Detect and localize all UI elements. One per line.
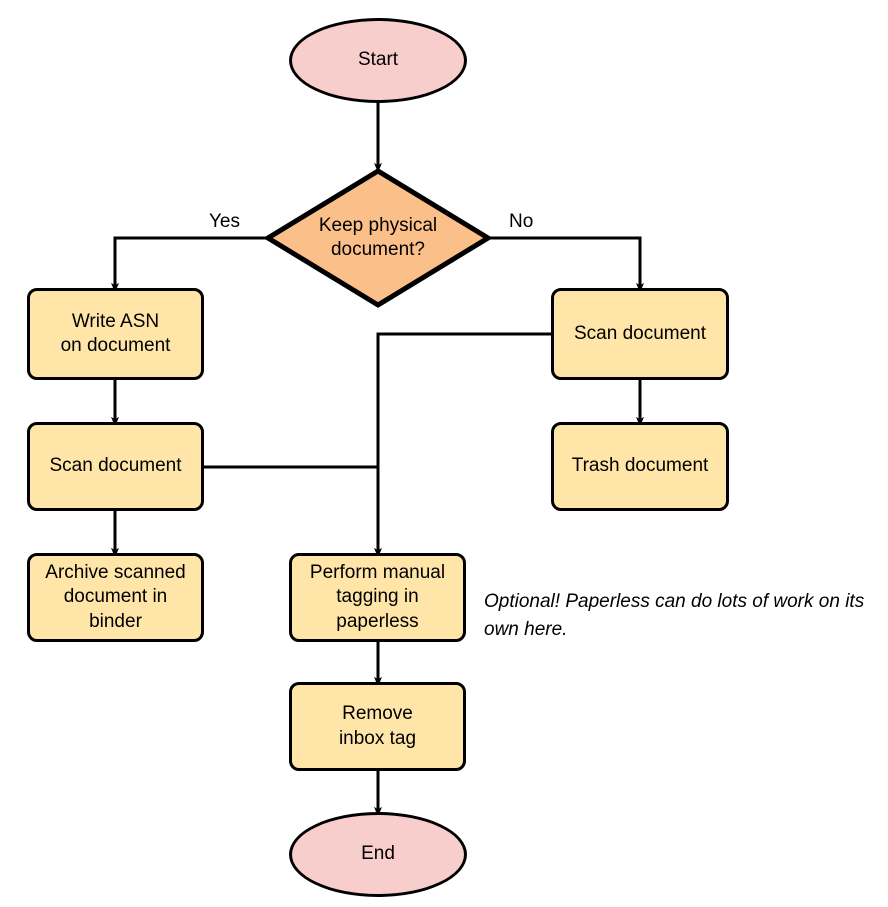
edge-label-no: No	[509, 211, 534, 232]
node-archive-scanned-document[interactable]: Archive scanned document in binder	[27, 553, 204, 642]
edge-label-yes: Yes	[209, 211, 240, 232]
node-end[interactable]: End	[289, 812, 467, 897]
node-scan-document-left-label: Scan document	[49, 455, 182, 477]
edge-scan-right-to-tagging	[374, 332, 551, 558]
node-perform-manual-tagging[interactable]: Perform manual tagging in paperless	[289, 553, 466, 642]
node-keep-physical-document-decision[interactable]: Keep physical document?	[265, 168, 491, 308]
node-decision-label: Keep physical document?	[318, 214, 438, 260]
node-remove-inbox-tag-label: Remove inbox tag	[338, 703, 417, 749]
optional-note: Optional! Paperless can do lots of work …	[484, 591, 865, 640]
node-scan-document-right-label: Scan document	[573, 322, 707, 344]
node-end-label: End	[361, 843, 395, 865]
node-remove-inbox-tag[interactable]: Remove inbox tag	[289, 682, 466, 771]
node-tagging-label: Perform manual tagging in paperless	[309, 562, 446, 632]
node-write-asn-on-document[interactable]: Write ASN on document	[27, 288, 204, 380]
node-start-label: Start	[357, 49, 399, 71]
node-scan-document-left[interactable]: Scan document	[27, 422, 204, 511]
node-archive-label: Archive scanned document in binder	[45, 562, 186, 632]
node-scan-document-right[interactable]: Scan document	[551, 288, 729, 380]
node-write-asn-label: Write ASN on document	[60, 310, 171, 356]
node-start[interactable]: Start	[289, 18, 467, 103]
node-trash-document-label: Trash document	[571, 455, 709, 477]
edge-decision-no-to-scan-right	[490, 236, 644, 293]
diamond-shape	[265, 168, 491, 308]
edge-decision-yes-to-write-asn	[111, 236, 266, 293]
node-trash-document[interactable]: Trash document	[551, 422, 729, 511]
